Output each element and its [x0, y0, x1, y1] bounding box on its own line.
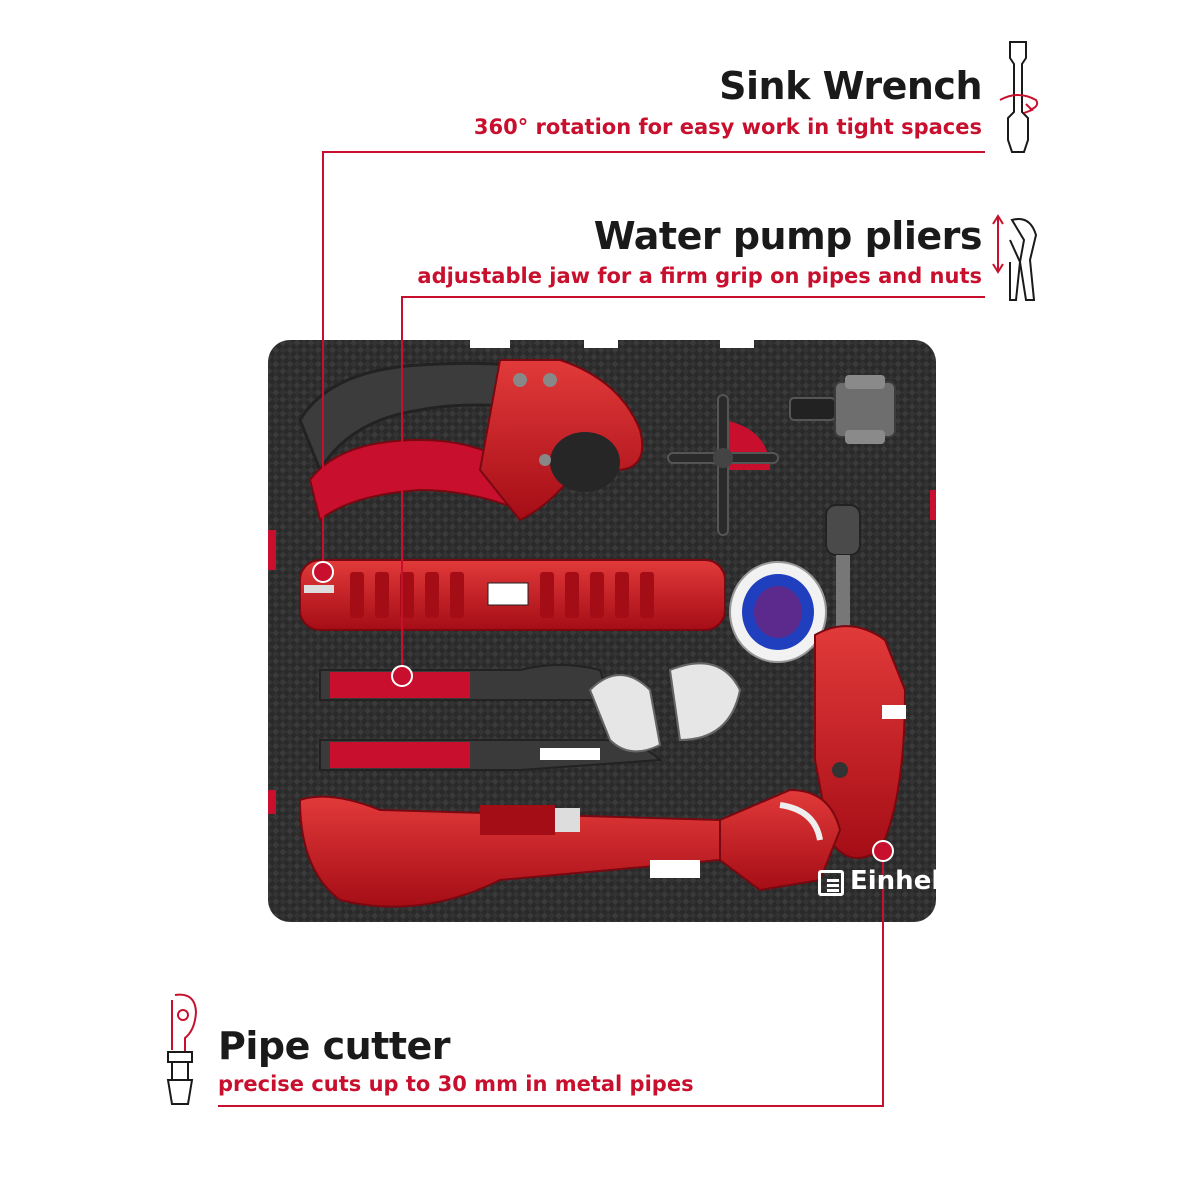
pipe-cutter-subtitle: precise cuts up to 30 mm in metal pipes [218, 1072, 694, 1096]
leader-lines [218, 151, 985, 1107]
water-pump-pliers-tool [319, 662, 742, 771]
brand-logo-text: Einhell [850, 866, 950, 896]
leader-line-water-pump-pliers [401, 296, 985, 676]
leader-endpoints [312, 561, 894, 862]
tap-connector [789, 375, 896, 444]
water-pump-pliers-title: Water pump pliers [593, 214, 983, 258]
brand-logo-icon [818, 870, 844, 896]
pipe-wrench-tool [298, 788, 842, 908]
sink-wrench-tool [299, 559, 726, 631]
water-pump-pliers-subtitle: adjustable jaw for a firm grip on pipes … [417, 264, 982, 288]
pipe-cutter-icon [166, 993, 198, 1105]
sink-wrench-title: Sink Wrench [719, 64, 982, 108]
pipe-cutter-title: Pipe cutter [218, 1024, 451, 1068]
cross-wrench [667, 394, 779, 536]
sink-wrench-rotation-icon [999, 41, 1039, 153]
sink-wrench-subtitle: 360° rotation for easy work in tight spa… [473, 115, 982, 139]
tube-cutter-tool [814, 504, 907, 859]
ptfe-tape [729, 561, 827, 663]
leader-line-sink-wrench [322, 151, 985, 572]
leader-line-pipe-cutter [218, 851, 884, 1107]
pvc-cutter [298, 359, 644, 522]
water-pump-pliers-icon [992, 214, 1038, 301]
